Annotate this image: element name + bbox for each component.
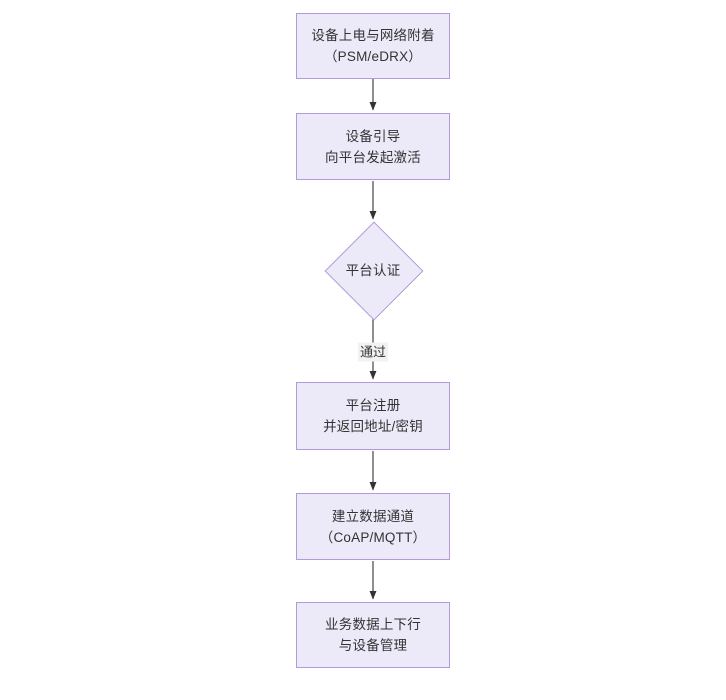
flow-node-establish-data-channel[interactable]: 建立数据通道 （CoAP/MQTT） bbox=[296, 493, 450, 560]
flow-node-label-line1: 业务数据上下行 bbox=[325, 617, 421, 632]
flow-node-platform-registration[interactable]: 平台注册 并返回地址/密钥 bbox=[296, 382, 450, 450]
edge-label-pass: 通过 bbox=[357, 342, 389, 362]
flow-node-device-power-on[interactable]: 设备上电与网络附着 （PSM/eDRX） bbox=[296, 13, 450, 79]
flow-node-label-line2: （PSM/eDRX） bbox=[323, 49, 423, 64]
flow-node-label-line1: 设备上电与网络附着 bbox=[311, 28, 435, 43]
flow-node-label-line1: 设备引导 bbox=[345, 128, 401, 144]
flow-node-label-line1: 平台认证 bbox=[345, 262, 401, 278]
flow-node-label-line2: 并返回地址/密钥 bbox=[323, 419, 423, 434]
flow-node-business-data-and-device-management[interactable]: 业务数据上下行 与设备管理 bbox=[296, 602, 450, 668]
flow-node-label-line2: （CoAP/MQTT） bbox=[319, 529, 427, 545]
flow-node-label-line1: 平台注册 bbox=[345, 398, 401, 413]
flow-node-label-line2: 向平台发起激活 bbox=[325, 149, 421, 165]
flow-node-label-line2: 与设备管理 bbox=[338, 638, 408, 653]
flow-node-device-bootstrap[interactable]: 设备引导 向平台发起激活 bbox=[296, 113, 450, 180]
flow-node-platform-authentication[interactable]: 平台认证 bbox=[324, 221, 424, 321]
flow-node-label-line1: 建立数据通道 bbox=[331, 508, 415, 524]
